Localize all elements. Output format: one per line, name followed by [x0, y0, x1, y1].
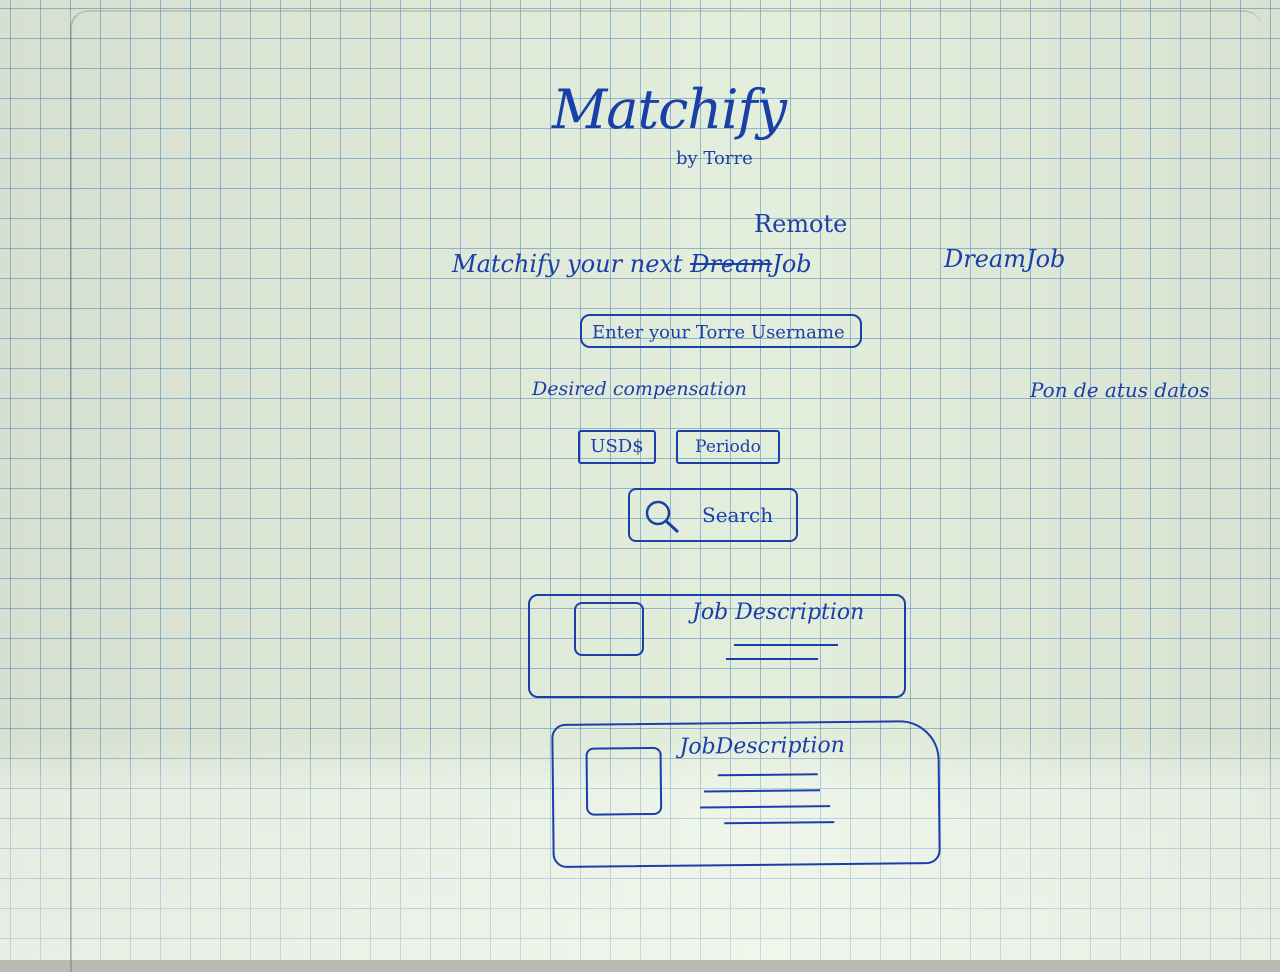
search-button-label: Search — [702, 503, 774, 527]
username-input[interactable]: Enter your Torre Username — [580, 314, 862, 348]
text-line — [700, 805, 831, 809]
headline-alternate: DreamJob — [944, 245, 1066, 273]
text-line — [734, 644, 838, 646]
headline-word: Job — [772, 250, 812, 278]
side-note: Pon de atus datos — [1030, 378, 1210, 402]
job-title: Job Description — [692, 600, 865, 625]
job-card[interactable]: Job Description — [528, 594, 906, 698]
text-line — [726, 658, 818, 660]
job-thumbnail-icon — [574, 602, 644, 656]
logo-byline: by Torre — [676, 148, 753, 169]
period-select[interactable]: Periodo — [676, 430, 780, 464]
job-card[interactable]: JobDescription — [551, 719, 941, 869]
job-title: JobDescription — [679, 732, 845, 760]
text-line — [724, 821, 835, 825]
text-line — [703, 789, 820, 793]
job-thumbnail-icon — [585, 746, 663, 816]
sheet-edge — [70, 10, 1262, 972]
headline-insert-word: Remote — [754, 210, 848, 238]
search-icon — [645, 500, 680, 534]
headline: Matchify your next DreamJob — [452, 250, 812, 278]
app-logo: Matchify — [552, 78, 787, 141]
headline-lead: Matchify your next — [452, 250, 683, 278]
headline-struck-word: Dream — [690, 250, 773, 278]
compensation-label: Desired compensation — [532, 378, 748, 400]
text-line — [717, 773, 818, 777]
currency-select[interactable]: USD$ — [578, 430, 656, 464]
search-button[interactable]: Search — [628, 488, 798, 542]
